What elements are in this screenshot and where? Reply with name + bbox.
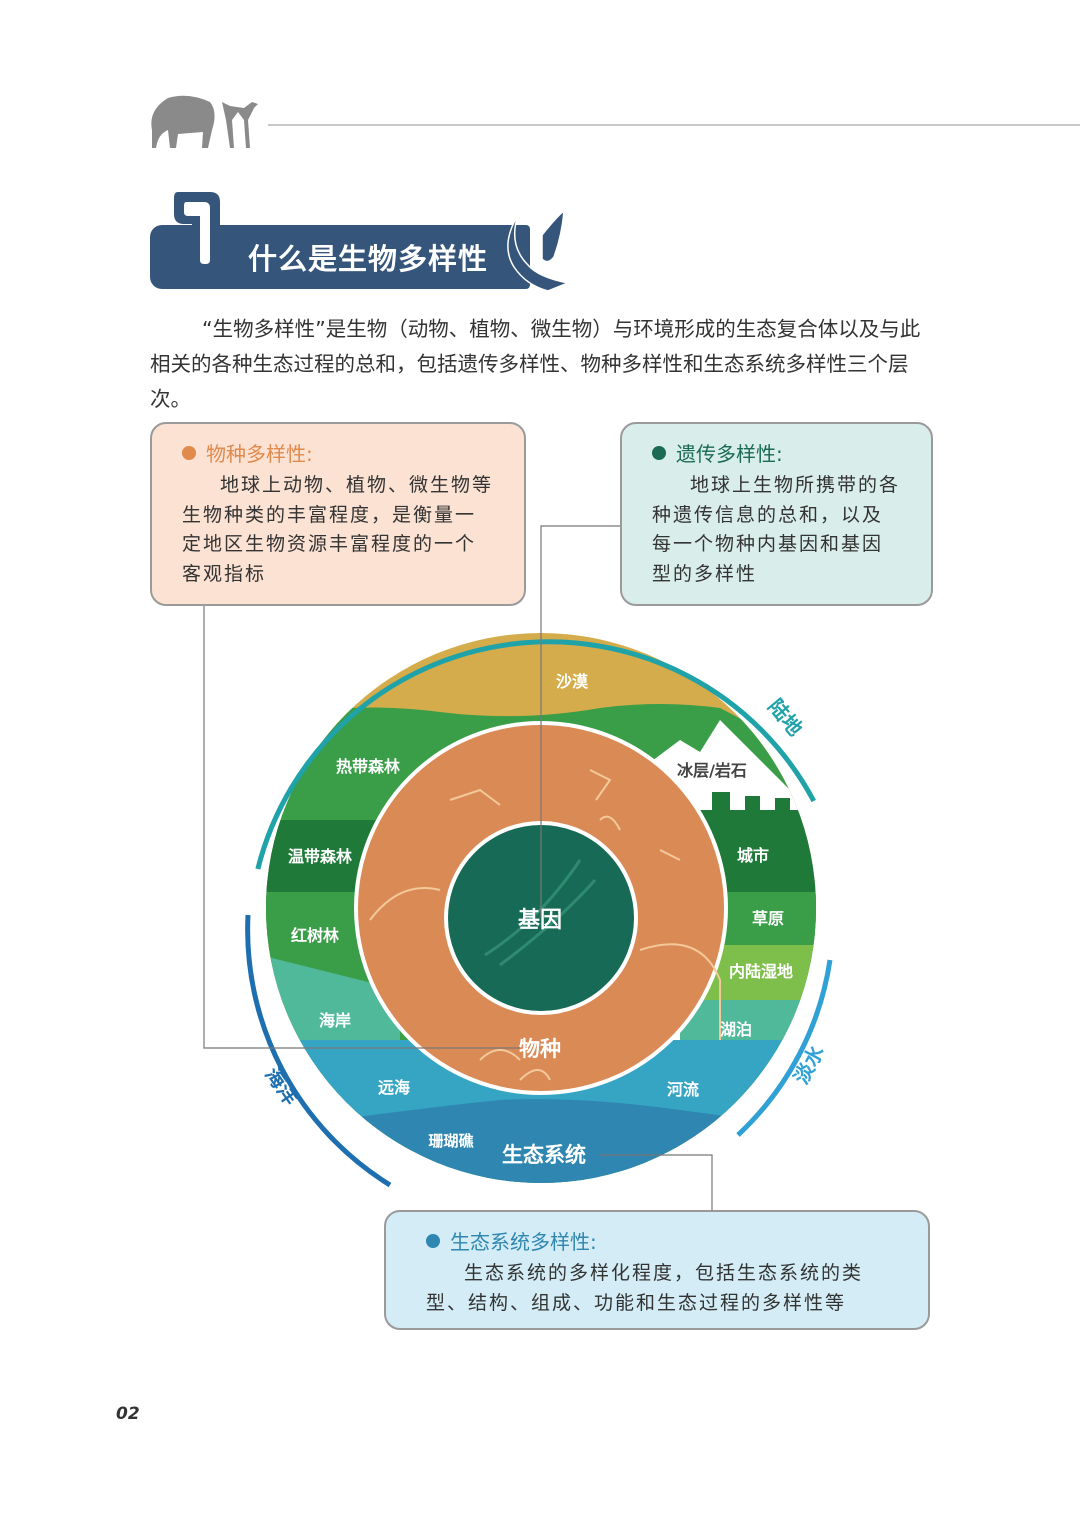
intro-paragraph: “生物多样性”是生物（动物、植物、微生物）与环境形成的生态复合体以及与此相关的各…: [150, 317, 921, 411]
section-number-badge: [174, 192, 220, 272]
freshwater-arc: [736, 959, 833, 1137]
label-city: 城市: [737, 846, 769, 865]
label-gene: 基因: [518, 908, 562, 933]
species-diversity-box: 物种多样性: 地球上动物、植物、微生物等生物种类的丰富程度，是衡量一定地区生物资…: [150, 422, 526, 606]
ecosystem-box-body: 生态系统的多样化程度，包括生态系统的类型、结构、组成、功能和生态过程的多样性等: [426, 1262, 864, 1314]
biodiversity-diagram: 沙漠 冰层/岩石 热带森林 温带森林 城市 草原 红树林 内陆湿地 海岸 湖泊 …: [203, 525, 833, 1210]
label-land: 陆地: [763, 694, 807, 740]
label-ice: 冰层/岩石: [677, 761, 747, 780]
page-number: 02: [116, 1404, 140, 1424]
label-coral: 珊瑚礁: [428, 1132, 473, 1150]
header-divider: [268, 124, 1080, 126]
label-ecosystem: 生态系统: [502, 1143, 586, 1167]
bullet-dot-icon: [426, 1234, 440, 1248]
bullet-dot-icon: [182, 446, 196, 460]
label-wetland: 内陆湿地: [729, 962, 793, 981]
label-species: 物种: [519, 1037, 561, 1061]
label-mangrove: 红树林: [291, 926, 339, 945]
section-title: 什么是生物多样性: [248, 242, 489, 276]
species-animal-outlines: [369, 769, 721, 1081]
label-ocean: 海洋: [260, 1063, 303, 1110]
animals-silhouette-logo: [151, 90, 258, 148]
label-tropical: 热带森林: [336, 757, 400, 776]
label-coast: 海岸: [319, 1011, 351, 1030]
dna-icon: [484, 859, 597, 967]
ecosystem-diversity-box: 生态系统多样性: 生态系统的多样化程度，包括生态系统的类型、结构、组成、功能和生…: [384, 1210, 930, 1330]
label-river: 河流: [667, 1080, 699, 1099]
label-far-sea: 远海: [378, 1078, 410, 1097]
species-box-title: 物种多样性:: [206, 442, 313, 466]
land-arc: [255, 639, 816, 870]
bird-icon: [507, 209, 571, 292]
label-grassland: 草原: [752, 909, 784, 928]
label-freshwater: 淡水: [789, 1041, 829, 1088]
ecosystem-box-title: 生态系统多样性:: [450, 1230, 597, 1254]
label-lake: 湖泊: [720, 1020, 752, 1039]
species-box-body: 地球上动物、植物、微生物等生物种类的丰富程度，是衡量一定地区生物资源丰富程度的一…: [182, 474, 494, 585]
genetic-box-body: 地球上生物所携带的各种遗传信息的总和，以及每一个物种内基因和基因型的多样性: [652, 474, 901, 585]
label-temperate: 温带森林: [287, 847, 352, 866]
bullet-dot-icon: [652, 446, 666, 460]
genetic-box-title: 遗传多样性:: [676, 442, 783, 466]
ocean-arc: [245, 914, 392, 1188]
label-desert: 沙漠: [556, 672, 589, 691]
connector-lines: [203, 525, 713, 1210]
genetic-diversity-box: 遗传多样性: 地球上生物所携带的各种遗传信息的总和，以及每一个物种内基因和基因型…: [620, 422, 933, 606]
